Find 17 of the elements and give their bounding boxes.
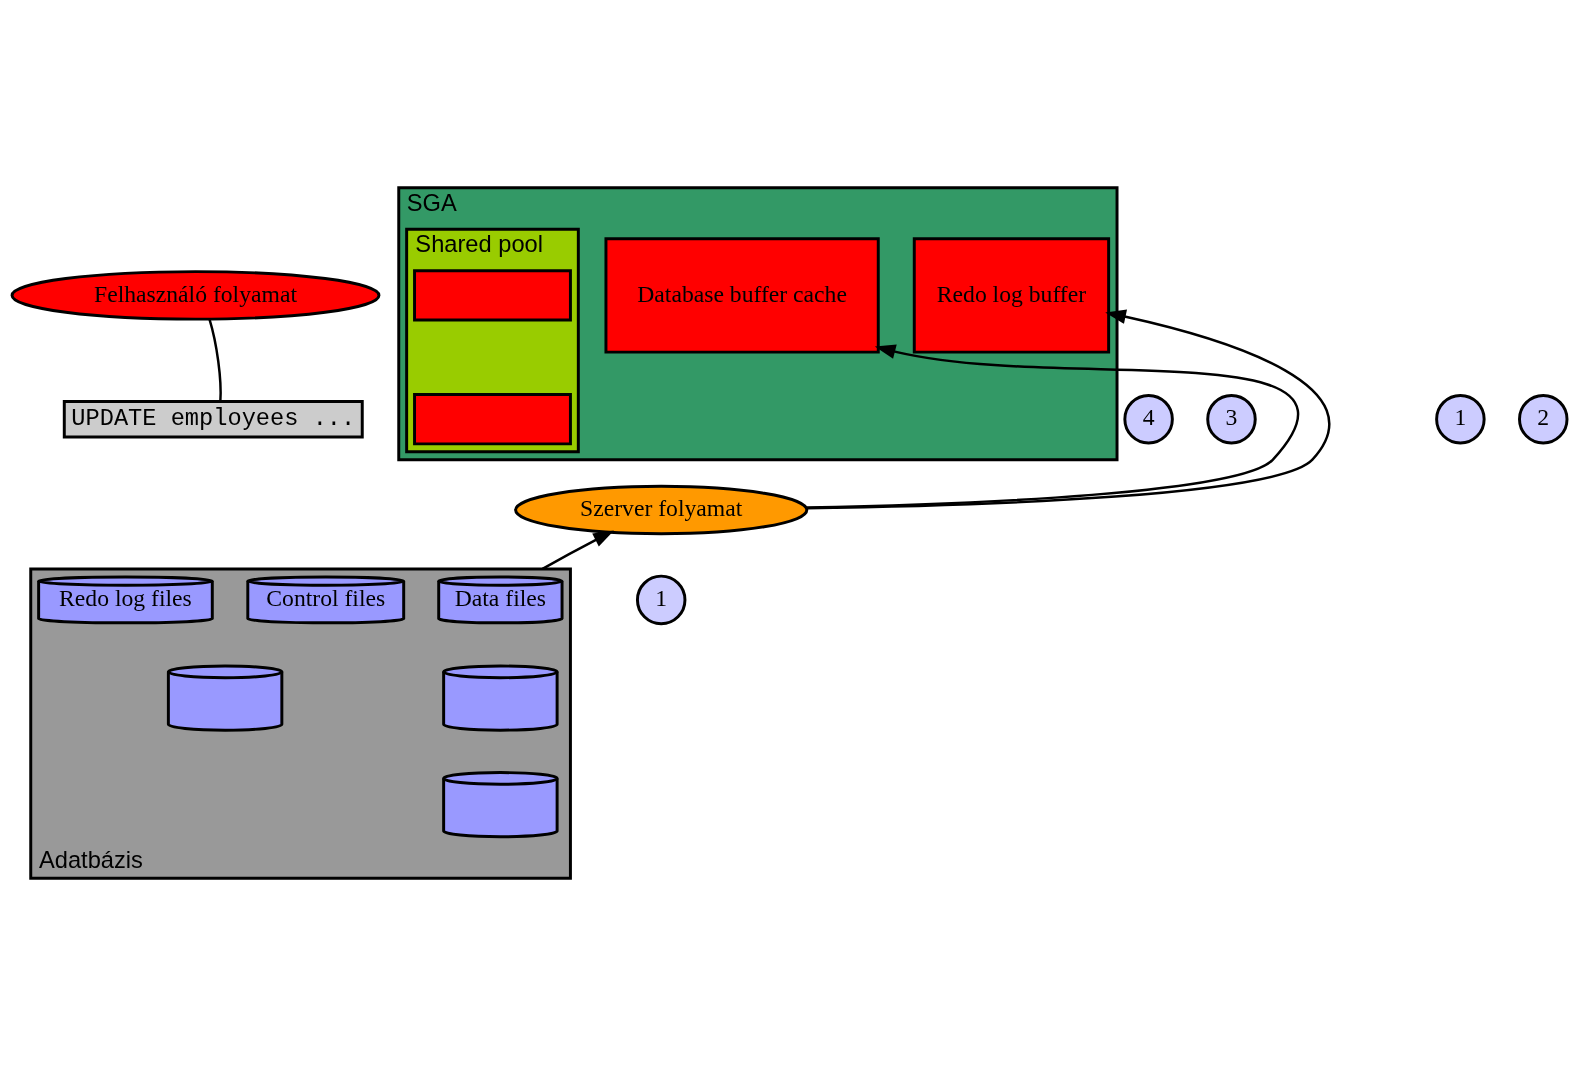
arrow (541, 530, 614, 570)
node-box: Redo log buffer (912, 236, 1111, 354)
node-circle: 1 (635, 574, 687, 625)
node-ellipse: Szerver folyamat (514, 484, 809, 535)
node-circle: 1 (1435, 393, 1486, 444)
cluster: Shared pool (405, 227, 580, 453)
node-box (413, 268, 572, 322)
node-circle: 3 (1206, 393, 1257, 444)
connector (208, 318, 222, 401)
node-box (413, 392, 572, 445)
node-box: Database buffer cache (604, 236, 880, 354)
node-ellipse: Felhasználó folyamat (10, 269, 381, 321)
node-box: UPDATE employees ... (62, 399, 364, 438)
node-circle: 4 (1123, 393, 1174, 444)
node-circle: 2 (1518, 393, 1569, 444)
arrow (806, 344, 1299, 509)
arrow (806, 309, 1331, 509)
